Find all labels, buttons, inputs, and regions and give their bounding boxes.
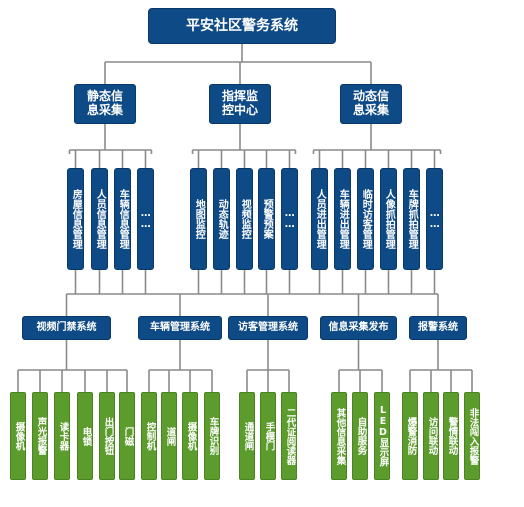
module-dynamic-track: 动态轨迹 [213,168,230,270]
device-palm-door: 手模门 [260,392,276,480]
module-visitor: 临时访客管理 [357,168,374,270]
device-exit-button: 出门按钮 [99,392,115,480]
module-more-dynamic: …… [426,168,443,270]
device-other-collection: 其他信息采集 [331,392,347,480]
device-door-sensor: 门磁 [119,392,135,480]
module-video-monitor: 视频监控 [236,168,253,270]
bottom-margin [0,480,524,507]
device-camera-1: 摄像机 [10,392,26,480]
system-vehicle: 车辆管理系统 [138,316,222,340]
device-police-link: 警情联动 [443,392,459,480]
module-more-command: …… [281,168,298,270]
device-self-service: 自助服务 [352,392,368,480]
device-camera-2: 摄像机 [182,392,198,480]
category-static: 静态信 息采集 [74,84,136,124]
module-house-info: 房屋信息管理 [67,168,84,270]
category-dynamic: 动态信 息采集 [340,84,402,124]
device-alarm-siren: 声光报警 [32,392,48,480]
module-person-info: 人员信息管理 [91,168,108,270]
module-map-monitor: 地图监控 [190,168,207,270]
device-plate-recognition: 车牌识别 [204,392,220,480]
system-alarm: 报警系统 [409,316,467,340]
device-access-link: 访问联动 [423,392,439,480]
device-id-reader: 二代证阅读器 [281,392,297,480]
device-electric-lock: 电锁 [77,392,93,480]
module-face-capture: 人像抓拍管理 [380,168,397,270]
device-led-display: LED显示屏 [374,392,390,480]
module-more-static: …… [137,168,154,270]
module-alert-plan: 预警预案 [258,168,275,270]
device-intrusion-alarm: 非法闯入报警 [464,392,480,480]
module-person-access: 人员进出管理 [311,168,328,270]
category-command: 指挥监 控中心 [209,84,271,124]
device-barrier-gate: 道闸 [161,392,177,480]
device-controller: 控制机 [141,392,157,480]
device-turnstile: 通道闸 [239,392,255,480]
device-card-reader: 读卡器 [54,392,70,480]
system-info-publish: 信息采集发布 [320,316,397,340]
module-plate-capture: 车牌抓拍管理 [403,168,420,270]
module-vehicle-access: 车辆进出管理 [334,168,351,270]
system-video-access: 视频门禁系统 [22,316,111,340]
module-vehicle-info: 车辆信息管理 [114,168,131,270]
system-visitor: 访客管理系统 [228,316,308,340]
root-title: 平安社区警务系统 [148,8,336,44]
device-fire-alarm: 爆警消防 [402,392,418,480]
